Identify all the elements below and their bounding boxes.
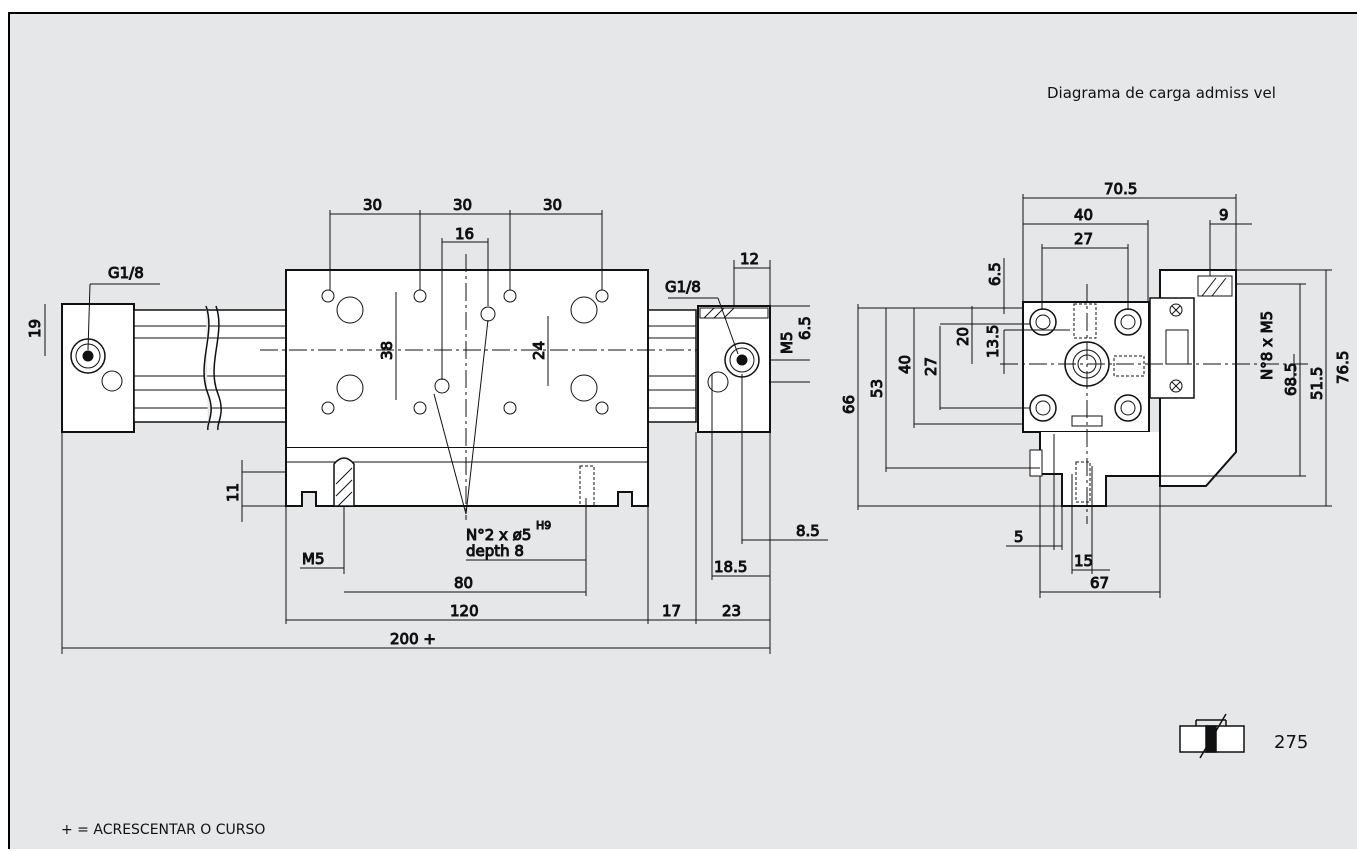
carriage-body — [285, 269, 649, 449]
svg-text:40: 40 — [896, 355, 914, 374]
svg-text:5: 5 — [1014, 528, 1024, 546]
svg-text:40: 40 — [1074, 206, 1093, 224]
svg-text:120: 120 — [450, 602, 479, 620]
svg-text:30: 30 — [543, 196, 562, 214]
svg-text:18.5: 18.5 — [714, 558, 747, 576]
svg-text:M5: M5 — [778, 332, 796, 355]
svg-text:30: 30 — [453, 196, 472, 214]
svg-text:15: 15 — [1074, 552, 1093, 570]
right-port-hole — [736, 354, 748, 366]
right-port-label: G1/8 — [665, 278, 701, 296]
svg-text:80: 80 — [454, 574, 473, 592]
svg-text:67: 67 — [1090, 574, 1109, 592]
svg-text:11: 11 — [224, 483, 242, 502]
svg-text:68.5: 68.5 — [1282, 363, 1300, 396]
threaded-hole — [579, 465, 595, 507]
svg-text:24: 24 — [530, 341, 548, 360]
svg-text:53: 53 — [868, 379, 886, 398]
svg-text:51.5: 51.5 — [1308, 367, 1326, 400]
stroke-footnote: + = ACRESCENTAR O CURSO — [61, 822, 266, 838]
break-line — [203, 305, 212, 431]
left-port-label: G1/8 — [108, 264, 144, 282]
drawing-sheet: Diagrama de carga admiss vel + = ACRESCE… — [8, 12, 1357, 849]
svg-text:70.5: 70.5 — [1104, 180, 1137, 198]
svg-text:17: 17 — [662, 602, 681, 620]
svg-text:20: 20 — [954, 327, 972, 346]
symbol-number: 275 — [1274, 732, 1309, 753]
right-screw — [707, 371, 729, 393]
svg-text:27: 27 — [1074, 230, 1093, 248]
hole-note: N°2 x ø5 — [466, 526, 531, 544]
sensor-clip — [1149, 297, 1195, 399]
svg-text:27: 27 — [922, 357, 940, 376]
end-view-foot — [1039, 432, 1161, 507]
thread-note: N°8 x M5 — [1258, 311, 1276, 380]
svg-text:30: 30 — [363, 196, 382, 214]
total-length-label: 200 + — [390, 630, 436, 648]
end-dimension-lines — [857, 194, 1332, 598]
svg-text:76.5: 76.5 — [1334, 351, 1352, 384]
svg-text:23: 23 — [722, 602, 741, 620]
left-port-hole — [82, 350, 94, 362]
svg-text:M5: M5 — [302, 550, 325, 568]
left-screw — [101, 370, 123, 392]
svg-text:H9: H9 — [536, 519, 551, 532]
technical-drawing: G1/8 G1/8 19 30 30 30 16 12 38 24 M5 6.5… — [26, 180, 1353, 759]
side-dimension-lines — [44, 210, 828, 654]
carriage-holes — [321, 289, 609, 415]
drawing-title: Diagrama de carga admiss vel — [1047, 84, 1276, 102]
svg-text:9: 9 — [1219, 206, 1229, 224]
end-view-bolts — [1029, 308, 1142, 422]
svg-text:13.5: 13.5 — [984, 325, 1002, 358]
svg-text:6.5: 6.5 — [986, 262, 1004, 286]
svg-text:12: 12 — [740, 250, 759, 268]
svg-text:38: 38 — [378, 341, 396, 360]
svg-text:16: 16 — [455, 225, 474, 243]
cylinder-symbol-icon — [1179, 713, 1245, 759]
svg-text:19: 19 — [26, 319, 44, 338]
svg-text:66: 66 — [840, 395, 858, 414]
svg-text:6.5: 6.5 — [796, 316, 814, 340]
hatched-pin — [333, 457, 355, 507]
end-view: 70.5 40 9 27 6.5 20 13.5 66 53 40 27 N°8… — [840, 180, 1353, 598]
svg-text:8.5: 8.5 — [796, 522, 820, 540]
side-view: G1/8 G1/8 19 30 30 30 16 12 38 24 M5 6.5… — [26, 196, 828, 654]
svg-text:depth 8: depth 8 — [466, 542, 524, 560]
